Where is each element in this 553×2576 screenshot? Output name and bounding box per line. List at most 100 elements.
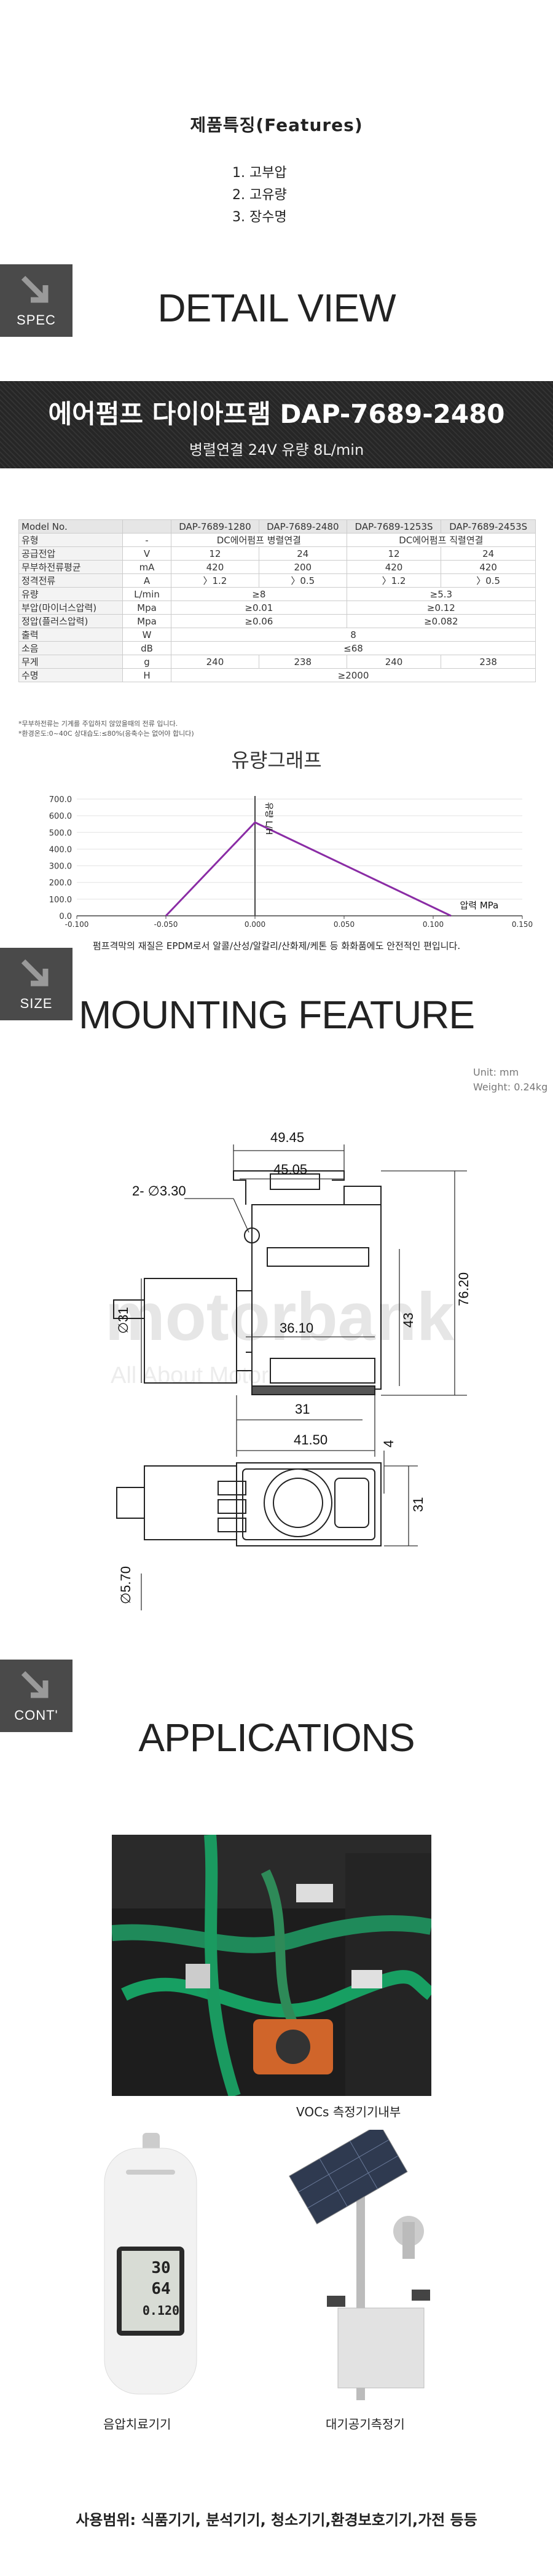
device-readout-3: 0.120 bbox=[143, 2303, 179, 2318]
table-cell: 238 bbox=[441, 655, 536, 669]
table-cell: 8 bbox=[171, 628, 536, 642]
x-tick-label: -0.100 bbox=[65, 920, 89, 929]
table-cell: ≥0.06 bbox=[171, 614, 347, 628]
chart-x-label: 압력 MPa bbox=[460, 900, 499, 911]
spec-table: Model No. DAP-7689-1280 DAP-7689-2480 DA… bbox=[18, 519, 536, 682]
table-cell: 238 bbox=[258, 655, 347, 669]
table-cell: DC에어펌프 직렬연결 bbox=[346, 533, 536, 547]
table-row: 부압(마이너스압력) Mpa ≥0.01 ≥0.12 bbox=[18, 601, 536, 615]
spec-badge: SPEC bbox=[0, 264, 73, 337]
vocs-equipment-photo bbox=[112, 1835, 431, 2096]
arrow-down-right-icon bbox=[21, 959, 49, 987]
table-cell: - bbox=[122, 533, 171, 547]
table-cell: 200 bbox=[258, 560, 347, 574]
table-row: 유형 - DC에어펌프 병렬연결 DC에어펌프 직렬연결 bbox=[18, 533, 536, 547]
table-cell: ≥5.3 bbox=[346, 587, 536, 601]
device-readout-2: 64 bbox=[151, 2280, 170, 2298]
y-tick-label: 600.0 bbox=[49, 812, 72, 821]
table-cell: ≥2000 bbox=[171, 668, 536, 682]
table-cell: g bbox=[122, 655, 171, 669]
table-cell: 공급전압 bbox=[18, 546, 123, 561]
feature-item: 3. 장수명 bbox=[232, 210, 287, 225]
feature-item: 2. 고유량 bbox=[232, 187, 287, 203]
table-cell: 240 bbox=[171, 655, 259, 669]
dim-31-bottom: 31 bbox=[295, 1401, 310, 1417]
dim-49-45: 49.45 bbox=[270, 1130, 304, 1145]
note-line: *환경온도:0~40C 상대습도:≤80%(응축수는 없어야 합니다) bbox=[18, 730, 194, 738]
table-cell bbox=[122, 519, 171, 534]
features-title: 제품특징(Features) bbox=[190, 115, 363, 135]
size-badge: SIZE bbox=[0, 948, 73, 1020]
dim-43: 43 bbox=[401, 1313, 416, 1328]
table-cell: DAP-7689-2453S bbox=[441, 519, 536, 534]
table-cell: ≥0.12 bbox=[346, 601, 536, 615]
table-cell: 12 bbox=[171, 546, 259, 561]
table-row: 정압(플러스압력) Mpa ≥0.06 ≥0.082 bbox=[18, 614, 536, 628]
negative-pressure-device-photo: 30 64 0.120 bbox=[104, 2133, 197, 2395]
spec-badge-label: SPEC bbox=[17, 312, 56, 328]
table-cell: ≥8 bbox=[171, 587, 347, 601]
table-cell: 24 bbox=[258, 546, 347, 561]
table-cell: ≥0.082 bbox=[346, 614, 536, 628]
chart-y-label: 유량 L/H bbox=[264, 802, 273, 835]
mounting-feature-title: MOUNTING FEATURE bbox=[78, 993, 475, 1037]
table-cell: 유형 bbox=[18, 533, 123, 547]
table-cell: 소음 bbox=[18, 641, 123, 655]
dim-diameter-5-70: ∅5.70 bbox=[118, 1566, 133, 1604]
table-row: 유량 L/min ≥8 ≥5.3 bbox=[18, 587, 536, 601]
table-cell: 240 bbox=[346, 655, 442, 669]
x-tick-label: 0.050 bbox=[334, 920, 355, 929]
table-cell: 정격전류 bbox=[18, 573, 123, 588]
features-list: 1. 고부압 2. 고유량 3. 장수명 bbox=[232, 162, 287, 229]
pump-side-view bbox=[113, 1170, 382, 1395]
dimension-lines bbox=[141, 1144, 467, 1457]
table-cell: 출력 bbox=[18, 628, 123, 642]
table-cell: 무게 bbox=[18, 655, 123, 669]
table-row: 무부하전류평균 mA 420 200 420 420 bbox=[18, 560, 536, 574]
table-cell: A bbox=[122, 573, 171, 588]
table-cell: 〉0.5 bbox=[258, 573, 347, 588]
table-header-row: Model No. DAP-7689-1280 DAP-7689-2480 DA… bbox=[18, 519, 536, 534]
photo1-caption: VOCs 측정기기내부 bbox=[296, 2105, 401, 2119]
watermark-brand: motorbank bbox=[105, 1279, 455, 1355]
device-readout-1: 30 bbox=[151, 2259, 170, 2277]
table-cell: Model No. bbox=[18, 519, 123, 534]
dim-hole: 2- ∅3.30 bbox=[132, 1183, 186, 1199]
dim-4: 4 bbox=[381, 1440, 396, 1448]
weight-label: Weight: 0.24kg bbox=[473, 1081, 548, 1093]
table-cell: V bbox=[122, 546, 171, 561]
y-tick-label: 100.0 bbox=[49, 896, 72, 905]
chart-grid bbox=[77, 798, 522, 916]
table-cell: 정압(플러스압력) bbox=[18, 614, 123, 628]
table-cell: 420 bbox=[171, 560, 259, 574]
table-cell: 〉1.2 bbox=[346, 573, 442, 588]
table-cell: 무부하전류평균 bbox=[18, 560, 123, 574]
pump-front-view bbox=[116, 1462, 382, 1546]
usage-range: 사용범위: 식품기기, 분석기기, 청소기기,환경보호기기,가전 등등 bbox=[76, 2511, 477, 2529]
dim-31-side: 31 bbox=[410, 1497, 426, 1512]
banner-subtitle: 병렬연결 24V 유량 8L/min bbox=[189, 441, 364, 459]
table-cell: 수명 bbox=[18, 668, 123, 682]
arrow-down-right-icon bbox=[21, 275, 49, 303]
y-tick-label: 200.0 bbox=[49, 879, 72, 888]
x-tick-label: 0.000 bbox=[245, 920, 265, 929]
table-cell: dB bbox=[122, 641, 171, 655]
table-cell: 24 bbox=[441, 546, 536, 561]
table-row: 정격전류 A 〉1.2 〉0.5 〉1.2 〉0.5 bbox=[18, 573, 536, 588]
applications-title: APPLICATIONS bbox=[138, 1715, 415, 1760]
graph-caption: 펌프격막의 재질은 EPDM로서 알콜/산성/알칼리/산화제/케톤 등 화화품에… bbox=[92, 940, 461, 951]
table-cell: 〉0.5 bbox=[441, 573, 536, 588]
arrow-down-right-icon bbox=[21, 1671, 49, 1698]
table-cell: 〉1.2 bbox=[171, 573, 259, 588]
table-cell: Mpa bbox=[122, 614, 171, 628]
product-banner: 에어펌프 다이아프램 DAP-7689-2480 병렬연결 24V 유량 8L/… bbox=[0, 381, 553, 468]
mounting-drawing: motorbank All About Motor 49.4 bbox=[105, 1130, 471, 1610]
watermark-tagline: All About Motor bbox=[111, 1363, 269, 1388]
table-cell: ≥0.01 bbox=[171, 601, 347, 615]
dim-diameter-31: ∅31 bbox=[116, 1307, 131, 1334]
chart-series-line bbox=[165, 821, 452, 917]
cont-badge-label: CONT' bbox=[14, 1707, 58, 1723]
dim-36-10: 36.10 bbox=[280, 1320, 313, 1336]
